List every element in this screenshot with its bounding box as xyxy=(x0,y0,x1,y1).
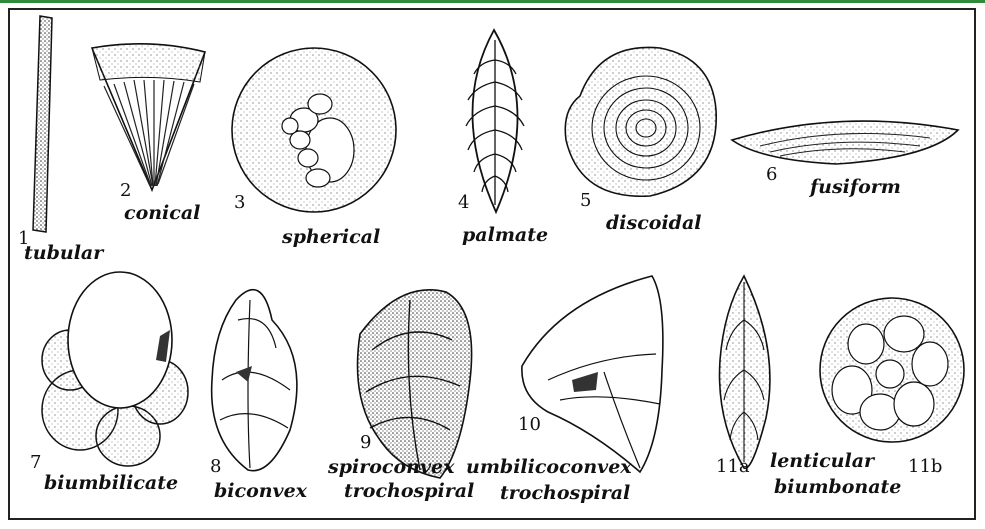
figure-label-palmate: palmate xyxy=(462,224,548,246)
figure-number-11b: 11b xyxy=(908,456,942,477)
spherical-shape xyxy=(232,48,396,212)
discoidal-shape xyxy=(565,47,716,196)
figure-label-trochospiral-10: trochospiral xyxy=(500,482,630,504)
figure-label-umbilicoconvex: umbilicoconvex xyxy=(466,456,632,478)
figure-number-2: 2 xyxy=(120,180,131,201)
figure-number-4: 4 xyxy=(458,192,469,213)
biumbilicate-shape xyxy=(42,272,188,466)
figure-label-biumbonate: biumbonate xyxy=(774,476,901,498)
biconvex-shape xyxy=(212,290,297,471)
spiroconvex-shape xyxy=(358,290,472,478)
figure-label-trochospiral-9: trochospiral xyxy=(344,480,474,502)
figure-number-8: 8 xyxy=(210,456,221,477)
figure-label-lenticular: lenticular xyxy=(770,450,874,472)
conical-shape xyxy=(92,44,205,190)
figure-label-biumbilicate: biumbilicate xyxy=(44,472,178,494)
figure-number-11a: 11a xyxy=(716,456,750,477)
umbilicoconvex-shape xyxy=(522,276,663,472)
figure-label-biconvex: biconvex xyxy=(214,480,307,502)
figure-label-discoidal: discoidal xyxy=(606,212,701,234)
figure-label-spiroconvex: spiroconvex xyxy=(328,456,454,478)
palmate-shape xyxy=(466,30,524,212)
figure-label-spherical: spherical xyxy=(282,226,380,248)
figure-number-10: 10 xyxy=(518,414,541,435)
lenticular-shape xyxy=(720,276,770,468)
figure-number-6: 6 xyxy=(766,164,777,185)
figure-number-3: 3 xyxy=(234,192,245,213)
figure-number-5: 5 xyxy=(580,190,591,211)
figure-number-9: 9 xyxy=(360,432,371,453)
figure-label-conical: conical xyxy=(124,202,200,224)
figure-label-fusiform: fusiform xyxy=(810,176,901,198)
fusiform-shape xyxy=(732,121,958,164)
figure-label-tubular: tubular xyxy=(24,242,103,264)
biumbonate-shape xyxy=(820,298,964,442)
tubular-shape xyxy=(33,16,52,232)
figure-number-7: 7 xyxy=(30,452,41,473)
